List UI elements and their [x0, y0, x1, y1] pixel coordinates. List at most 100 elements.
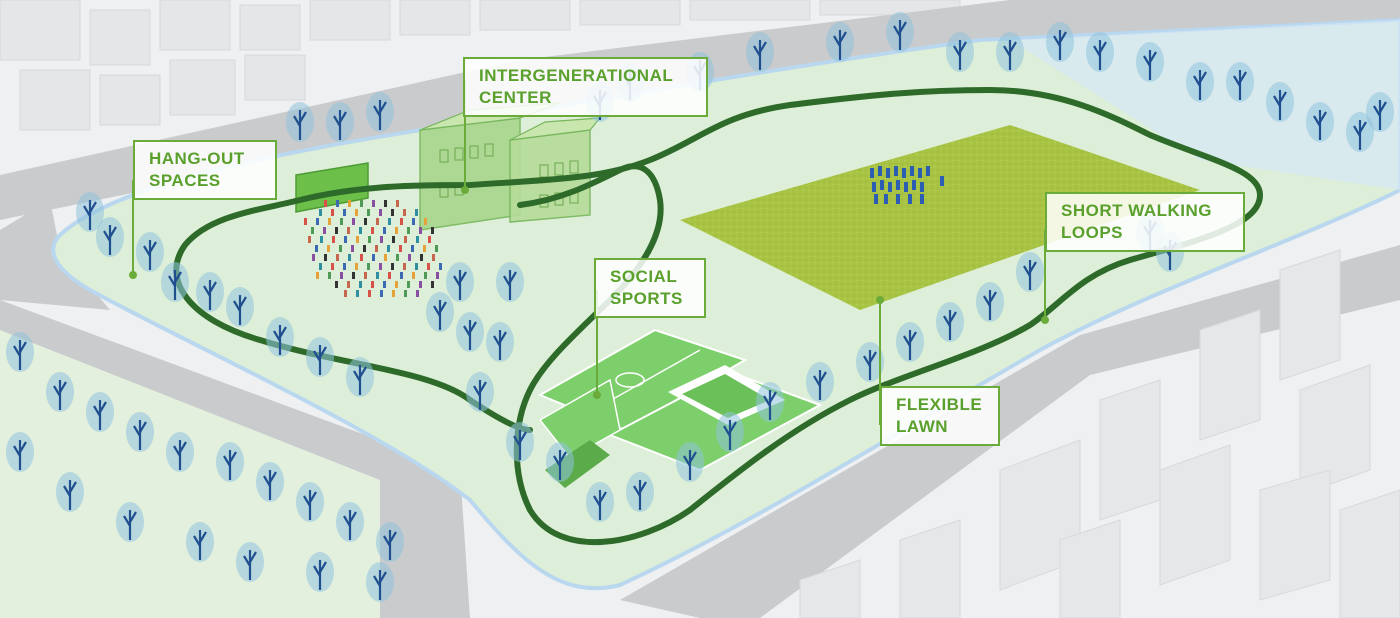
- person: [339, 245, 342, 252]
- person: [408, 254, 411, 261]
- person: [412, 218, 415, 225]
- person: [340, 218, 343, 225]
- person: [332, 236, 335, 243]
- person: [348, 254, 351, 261]
- person: [372, 200, 375, 207]
- person: [352, 218, 355, 225]
- tree: [126, 412, 154, 452]
- person: [347, 227, 350, 234]
- person: [388, 272, 391, 279]
- person: [308, 236, 311, 243]
- tree: [586, 482, 614, 522]
- tree: [266, 317, 294, 357]
- person: [404, 236, 407, 243]
- person: [363, 245, 366, 252]
- person: [336, 200, 339, 207]
- person: [371, 281, 374, 288]
- person: [383, 281, 386, 288]
- person: [384, 200, 387, 207]
- person: [327, 245, 330, 252]
- person: [391, 209, 394, 216]
- person: [379, 209, 382, 216]
- person: [419, 227, 422, 234]
- person: [323, 227, 326, 234]
- tree: [336, 502, 364, 542]
- label-social-sports-line1: SOCIAL: [610, 267, 678, 286]
- tree: [256, 462, 284, 502]
- tree: [426, 292, 454, 332]
- tree: [896, 322, 924, 362]
- crowd: [304, 200, 442, 297]
- tree: [1306, 102, 1334, 142]
- person: [367, 209, 370, 216]
- person: [304, 218, 307, 225]
- person: [364, 218, 367, 225]
- tree: [46, 372, 74, 412]
- tree: [546, 442, 574, 482]
- tree: [886, 12, 914, 52]
- tree: [216, 442, 244, 482]
- person: [375, 245, 378, 252]
- person: [395, 227, 398, 234]
- person: [311, 227, 314, 234]
- label-walking-loops-line1: SHORT WALKING: [1061, 201, 1212, 220]
- tree: [826, 22, 854, 62]
- person: [403, 209, 406, 216]
- tree: [446, 262, 474, 302]
- label-intergenerational-center: INTERGENERATIONAL CENTER: [463, 57, 708, 117]
- person: [415, 209, 418, 216]
- tree: [136, 232, 164, 272]
- person: [376, 218, 379, 225]
- tree: [976, 282, 1004, 322]
- person: [328, 272, 331, 279]
- person: [392, 290, 395, 297]
- person: [439, 263, 442, 270]
- person: [316, 218, 319, 225]
- person: [351, 245, 354, 252]
- tree: [236, 542, 264, 582]
- person: [324, 200, 327, 207]
- label-flexible-lawn: FLEXIBLE LAWN: [880, 386, 1000, 446]
- tree: [716, 412, 744, 452]
- tree: [376, 522, 404, 562]
- person: [436, 272, 439, 279]
- tree: [6, 332, 34, 372]
- person: [419, 281, 422, 288]
- person: [355, 263, 358, 270]
- person: [331, 209, 334, 216]
- person: [320, 236, 323, 243]
- person: [347, 281, 350, 288]
- person: [404, 290, 407, 297]
- person: [356, 236, 359, 243]
- tree: [116, 502, 144, 542]
- person: [319, 209, 322, 216]
- person: [368, 236, 371, 243]
- tree: [456, 312, 484, 352]
- person: [379, 263, 382, 270]
- person: [400, 218, 403, 225]
- tree: [936, 302, 964, 342]
- person: [371, 227, 374, 234]
- tree: [56, 472, 84, 512]
- tree: [161, 262, 189, 302]
- buildings-right: [799, 249, 1400, 618]
- person: [359, 227, 362, 234]
- tree: [486, 322, 514, 362]
- person: [396, 254, 399, 261]
- person: [407, 227, 410, 234]
- person: [432, 254, 435, 261]
- person: [427, 263, 430, 270]
- person: [364, 272, 367, 279]
- person: [355, 209, 358, 216]
- tree: [346, 357, 374, 397]
- tree: [946, 32, 974, 72]
- tree: [466, 372, 494, 412]
- tree: [96, 217, 124, 257]
- tree: [326, 102, 354, 142]
- person: [399, 245, 402, 252]
- person: [403, 263, 406, 270]
- tree: [306, 552, 334, 592]
- buildings-top: [0, 0, 961, 131]
- person: [312, 254, 315, 261]
